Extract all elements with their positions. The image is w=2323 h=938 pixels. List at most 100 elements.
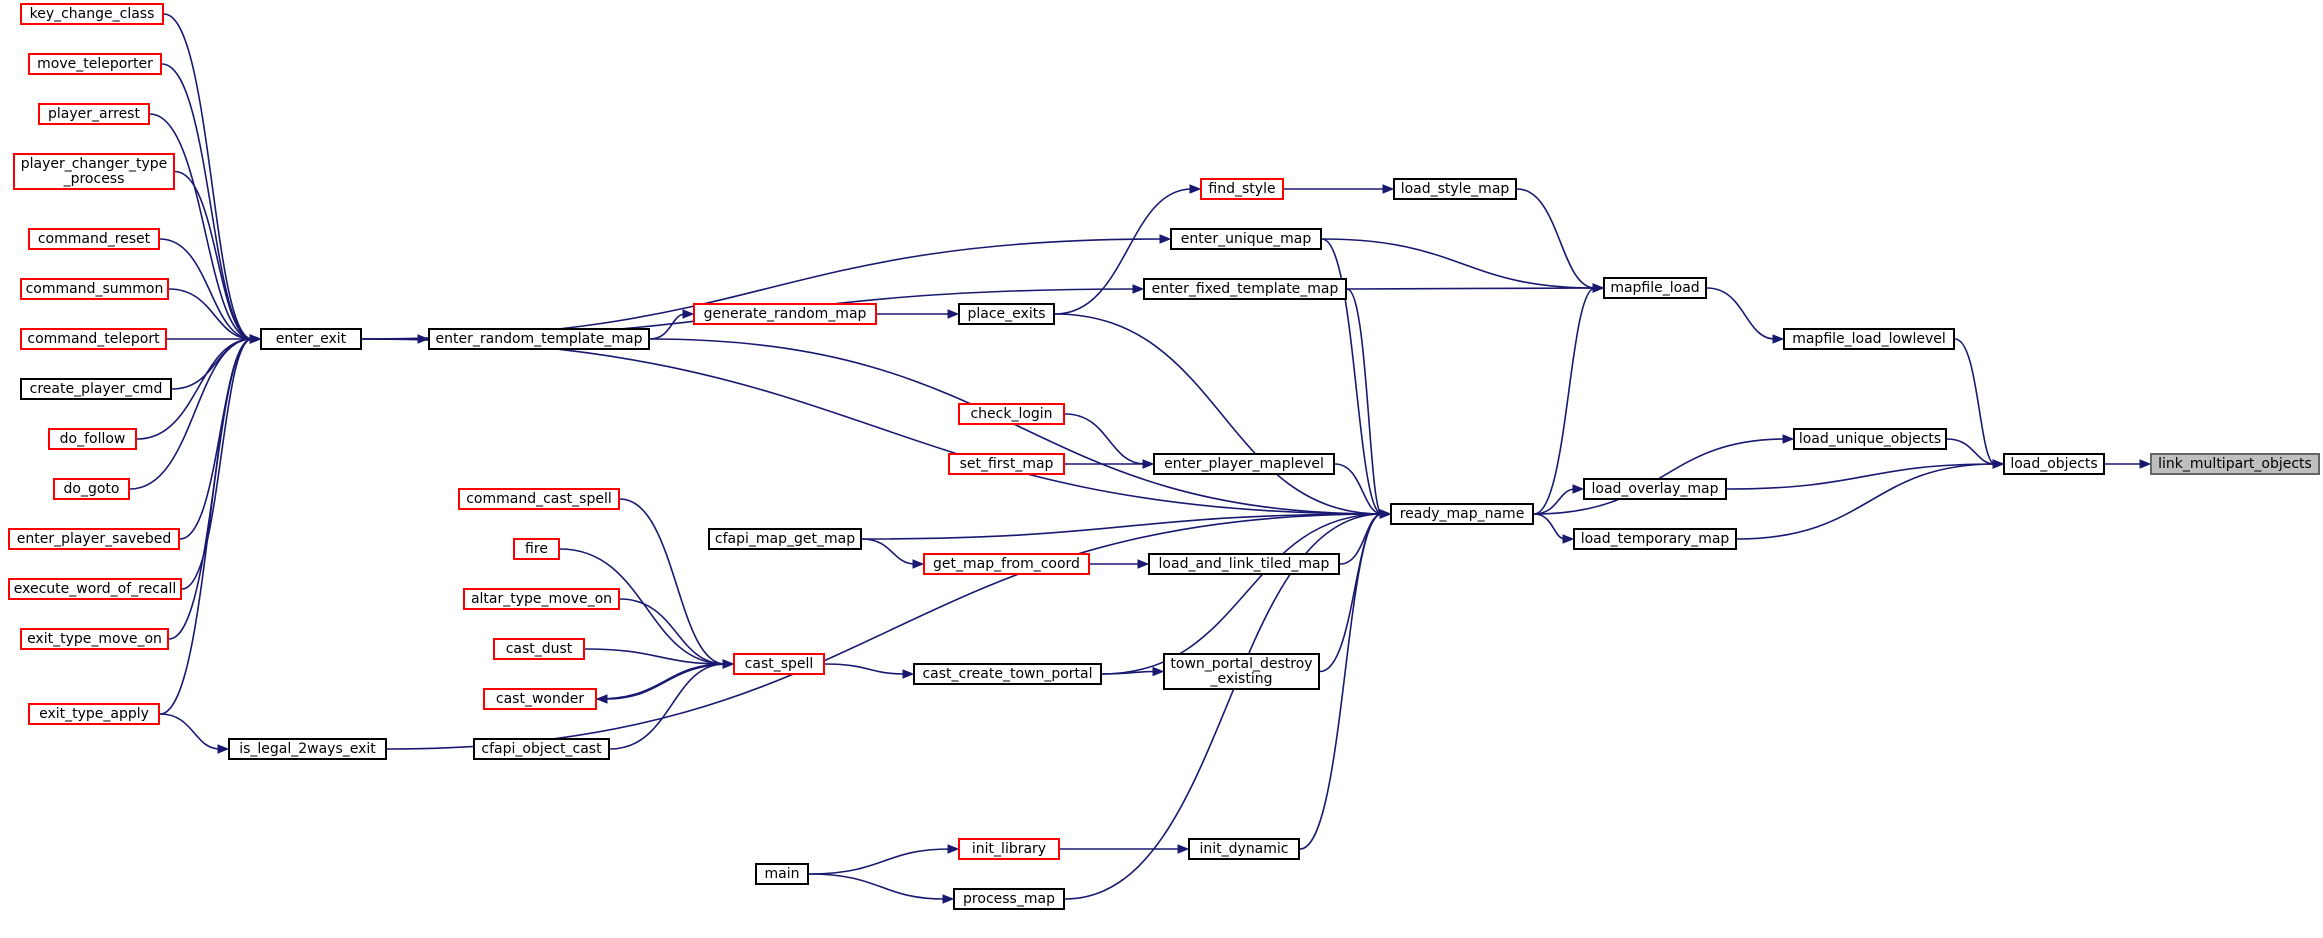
node-load-and-link-tiled-map[interactable]: load_and_link_tiled_map bbox=[1148, 553, 1340, 575]
arrowhead-load-and-link-tiled-map bbox=[1137, 559, 1150, 569]
arrowhead-cast-wonder bbox=[595, 694, 608, 704]
edge-exit-type-apply-to-is-legal-2ways-exit bbox=[159, 713, 221, 750]
node-init-library[interactable]: init_library bbox=[958, 838, 1060, 860]
node-enter-exit[interactable]: enter_exit bbox=[260, 328, 362, 350]
node-generate-random-map[interactable]: generate_random_map bbox=[693, 303, 877, 325]
node-player-arrest[interactable]: player_arrest bbox=[38, 103, 150, 125]
node-find-style[interactable]: find_style bbox=[1200, 178, 1284, 200]
edge-mapfile-load-lowlevel-to-load-objects bbox=[1954, 338, 1996, 465]
node-move-teleporter[interactable]: move_teleporter bbox=[28, 53, 162, 75]
node-enter-unique-map[interactable]: enter_unique_map bbox=[1170, 228, 1322, 250]
edge-execute-word-of-recall-to-enter-exit bbox=[181, 338, 253, 590]
arrowhead-load-temporary-map bbox=[1562, 534, 1575, 544]
node-load-style-map[interactable]: load_style_map bbox=[1393, 178, 1517, 200]
edge-enter-player-maplevel-to-ready-map-name bbox=[1334, 463, 1383, 515]
edge-ready-map-name-to-load-overlay-map bbox=[1533, 488, 1576, 515]
edge-cast-spell-to-cast-create-town-portal bbox=[824, 663, 906, 675]
edge-ready-map-name-to-mapfile-load bbox=[1533, 287, 1596, 515]
edge-cast-create-town-portal-to-ready-map-name bbox=[1101, 513, 1383, 675]
node-enter-player-maplevel[interactable]: enter_player_maplevel bbox=[1153, 453, 1335, 475]
arrowhead-cast-create-town-portal bbox=[902, 669, 915, 679]
edge-key-change-class-to-enter-exit bbox=[163, 13, 253, 340]
node-cast-dust[interactable]: cast_dust bbox=[493, 638, 585, 660]
node-is-legal-2ways-exit[interactable]: is_legal_2ways_exit bbox=[228, 738, 387, 760]
arrowhead-is-legal-2ways-exit bbox=[217, 744, 230, 754]
node-exit-type-move-on[interactable]: exit_type_move_on bbox=[20, 628, 169, 650]
edge-cfapi-map-get-map-to-ready-map-name bbox=[861, 513, 1383, 540]
node-main[interactable]: main bbox=[755, 863, 809, 885]
edge-main-to-process-map bbox=[808, 873, 946, 900]
node-set-first-map[interactable]: set_first_map bbox=[948, 453, 1065, 475]
edge-enter-player-savebed-to-enter-exit bbox=[179, 338, 253, 540]
arrowhead-enter-unique-map bbox=[1159, 234, 1172, 244]
arrowhead-enter-fixed-template-map bbox=[1132, 284, 1145, 294]
node-command-summon[interactable]: command_summon bbox=[20, 278, 169, 300]
edge-fire-to-cast-spell bbox=[559, 548, 726, 665]
edge-init-dynamic-to-ready-map-name bbox=[1299, 513, 1383, 850]
node-mapfile-load-lowlevel[interactable]: mapfile_load_lowlevel bbox=[1783, 328, 1955, 350]
node-init-dynamic[interactable]: init_dynamic bbox=[1188, 838, 1300, 860]
node-load-temporary-map[interactable]: load_temporary_map bbox=[1573, 528, 1737, 550]
node-get-map-from-coord[interactable]: get_map_from_coord bbox=[923, 553, 1090, 575]
arrowhead-link-multipart-objects bbox=[2139, 459, 2152, 469]
edge-enter-unique-map-to-mapfile-load bbox=[1321, 238, 1596, 289]
node-enter-player-savebed[interactable]: enter_player_savebed bbox=[8, 528, 180, 550]
edge-enter-fixed-template-map-to-mapfile-load bbox=[1346, 287, 1596, 290]
arrowhead-enter-exit bbox=[249, 334, 262, 344]
node-enter-random-template-map[interactable]: enter_random_template_map bbox=[428, 328, 650, 350]
edge-is-legal-2ways-exit-to-ready-map-name bbox=[386, 513, 1383, 750]
edge-enter-unique-map-to-ready-map-name bbox=[1321, 238, 1383, 515]
node-process-map[interactable]: process_map bbox=[953, 888, 1065, 910]
node-create-player-cmd[interactable]: create_player_cmd bbox=[20, 378, 172, 400]
arrowhead-generate-random-map bbox=[682, 309, 695, 319]
arrowhead-find-style bbox=[1189, 184, 1202, 194]
edge-main-to-init-library bbox=[808, 848, 951, 875]
edge-load-overlay-map-to-load-objects bbox=[1726, 463, 1996, 490]
node-enter-fixed-template-map[interactable]: enter_fixed_template_map bbox=[1143, 278, 1347, 300]
edge-load-style-map-to-mapfile-load bbox=[1516, 188, 1596, 289]
node-command-cast-spell[interactable]: command_cast_spell bbox=[458, 488, 620, 510]
arrowhead-town-portal-destroy-existing bbox=[1152, 666, 1165, 677]
node-do-goto[interactable]: do_goto bbox=[53, 478, 130, 500]
edge-enter-fixed-template-map-to-ready-map-name bbox=[1346, 288, 1383, 515]
edge-ready-map-name-to-load-unique-objects bbox=[1533, 438, 1786, 515]
node-do-follow[interactable]: do_follow bbox=[48, 428, 137, 450]
node-check-login[interactable]: check_login bbox=[958, 403, 1065, 425]
node-exit-type-apply[interactable]: exit_type_apply bbox=[28, 703, 160, 725]
arrowhead-process-map bbox=[942, 894, 955, 904]
node-fire[interactable]: fire bbox=[513, 538, 560, 560]
node-load-overlay-map[interactable]: load_overlay_map bbox=[1583, 478, 1727, 500]
node-command-teleport[interactable]: command_teleport bbox=[20, 328, 167, 350]
edge-process-map-to-ready-map-name bbox=[1064, 513, 1383, 900]
node-altar-type-move-on[interactable]: altar_type_move_on bbox=[463, 588, 620, 610]
node-key-change-class[interactable]: key_change_class bbox=[20, 3, 164, 25]
node-load-unique-objects[interactable]: load_unique_objects bbox=[1793, 428, 1947, 450]
edge-player-arrest-to-enter-exit bbox=[149, 113, 253, 340]
node-cfapi-object-cast[interactable]: cfapi_object_cast bbox=[473, 738, 610, 760]
node-place-exits[interactable]: place_exits bbox=[958, 303, 1055, 325]
node-player-changer-type-process[interactable]: player_changer_type _process bbox=[13, 153, 175, 190]
node-cast-spell[interactable]: cast_spell bbox=[733, 653, 825, 675]
node-ready-map-name[interactable]: ready_map_name bbox=[1390, 503, 1534, 525]
node-command-reset[interactable]: command_reset bbox=[28, 228, 160, 250]
arrowhead-load-style-map bbox=[1382, 184, 1395, 194]
node-link-multipart-objects: link_multipart_objects bbox=[2150, 453, 2320, 475]
edge-load-temporary-map-to-load-objects bbox=[1736, 463, 1996, 540]
arrowhead-load-overlay-map bbox=[1572, 484, 1585, 494]
edge-enter-random-template-map-to-generate-random-map bbox=[649, 313, 686, 340]
arrowhead-mapfile-load-lowlevel bbox=[1772, 334, 1785, 344]
edge-command-cast-spell-to-cast-spell bbox=[619, 498, 726, 665]
node-load-objects[interactable]: load_objects bbox=[2003, 453, 2105, 475]
edge-cast-dust-to-cast-spell bbox=[584, 648, 726, 665]
edge-place-exits-to-find-style bbox=[1054, 188, 1193, 315]
node-cfapi-map-get-map[interactable]: cfapi_map_get_map bbox=[708, 528, 862, 550]
edge-move-teleporter-to-enter-exit bbox=[161, 63, 253, 340]
node-cast-create-town-portal[interactable]: cast_create_town_portal bbox=[913, 663, 1102, 685]
node-mapfile-load[interactable]: mapfile_load bbox=[1603, 277, 1707, 299]
node-town-portal-destroy-existing[interactable]: town_portal_destroy _existing bbox=[1163, 653, 1320, 690]
node-execute-word-of-recall[interactable]: execute_word_of_recall bbox=[8, 578, 182, 600]
edge-command-summon-to-enter-exit bbox=[168, 288, 253, 340]
edge-cast-spell-to-cast-wonder bbox=[604, 663, 734, 700]
node-cast-wonder[interactable]: cast_wonder bbox=[483, 688, 597, 710]
